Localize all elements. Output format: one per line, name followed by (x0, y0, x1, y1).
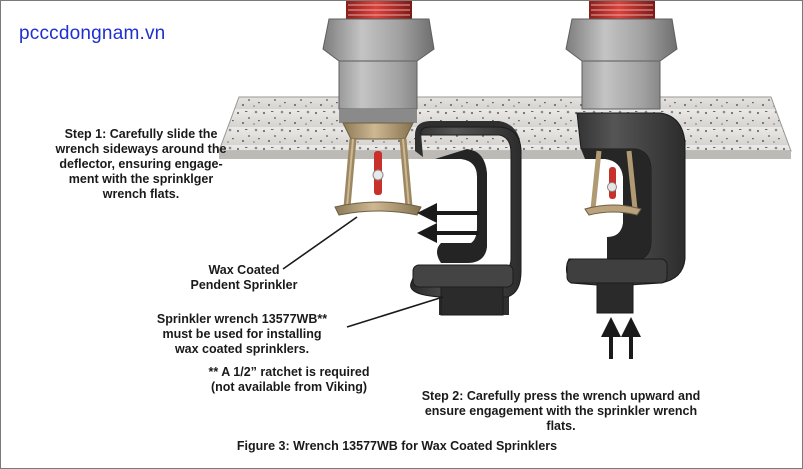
leader-lines (282, 216, 444, 328)
right-pipe-fitting (565, 1, 678, 110)
wax-sprinkler-leader (282, 216, 358, 270)
step2-instruction: Step 2: Carefully press the wrench upwar… (421, 389, 701, 433)
figure-caption: Figure 3: Wrench 13577WB for Wax Coated … (236, 439, 558, 453)
wrench-13577wb-right (565, 112, 686, 314)
wrench-13577wb-left (410, 121, 522, 316)
step1-instruction: Step 1: Carefully slide the wrench sidew… (55, 127, 227, 201)
site-watermark: pcccdongnam.vn (19, 23, 166, 44)
wax-sprinkler-label: Wax Coated Pendent Sprinkler (190, 263, 298, 292)
left-pipe-fitting (322, 1, 435, 123)
double-arrow-up-icon (601, 317, 641, 359)
wrench-requirement-note: Sprinkler wrench 13577WB** must be used … (156, 312, 328, 356)
wax-coated-sprinkler (334, 122, 422, 216)
wrench-leader (346, 296, 444, 328)
double-arrow-left-icon (417, 203, 479, 243)
ratchet-note: ** A 1/2” ratchet is required (not avail… (208, 365, 370, 394)
